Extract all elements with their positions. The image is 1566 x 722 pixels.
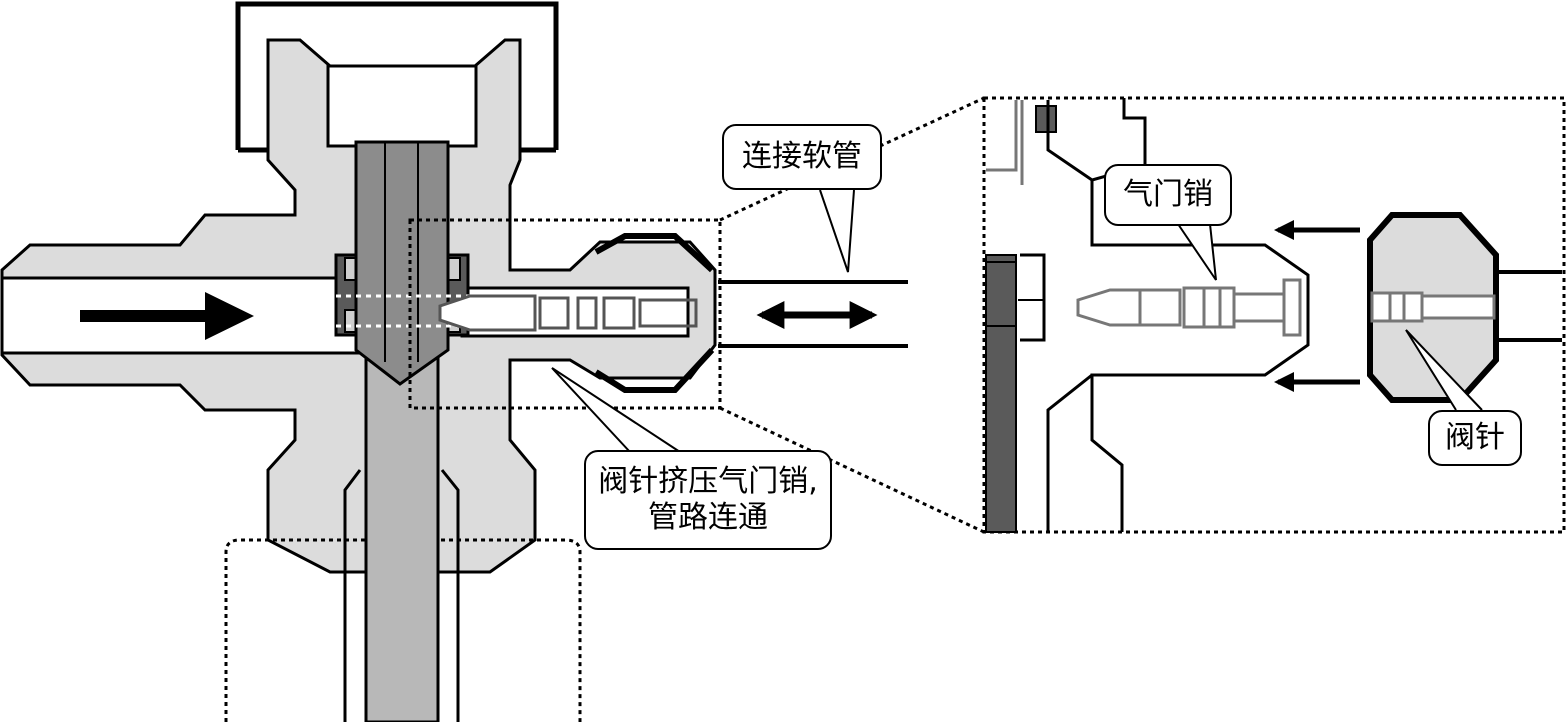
callout-squeeze-line2: 管路连通 bbox=[648, 500, 768, 535]
detail-seal bbox=[985, 254, 1017, 533]
callout-squeeze: 阀针挤压气门销, 管路连通 bbox=[584, 450, 832, 550]
valve-pin-left bbox=[438, 294, 698, 332]
detail-body bbox=[1046, 98, 1310, 532]
callout-squeeze-line1: 阀针挤压气门销, bbox=[598, 464, 818, 499]
callout-hose-text: 连接软管 bbox=[742, 139, 862, 174]
squeeze-pointer bbox=[551, 367, 681, 453]
cap-recess bbox=[326, 64, 478, 148]
detail-needle bbox=[1370, 291, 1496, 323]
lower-rod bbox=[364, 353, 440, 722]
hose-pointer bbox=[819, 189, 855, 273]
lower-tube bbox=[343, 469, 460, 722]
callout-needle: 阀针 bbox=[1428, 410, 1522, 466]
detail-valve-pin bbox=[1076, 278, 1302, 337]
fitting-nut bbox=[594, 233, 715, 393]
hose-lines bbox=[718, 280, 908, 348]
valve-stem bbox=[354, 140, 450, 386]
callout-valve-pin: 气门销 bbox=[1104, 164, 1232, 226]
callout-hose: 连接软管 bbox=[722, 124, 882, 190]
zoom-region bbox=[408, 218, 722, 410]
callout-needle-text: 阀针 bbox=[1445, 420, 1505, 455]
valve-pin-pointer bbox=[1177, 223, 1217, 281]
needle-pointer bbox=[1405, 329, 1483, 411]
callout-valve-pin-text: 气门销 bbox=[1123, 177, 1213, 212]
inlet-arrow bbox=[80, 292, 254, 340]
top-cap bbox=[235, 1, 559, 153]
detail-frame bbox=[982, 96, 1566, 534]
